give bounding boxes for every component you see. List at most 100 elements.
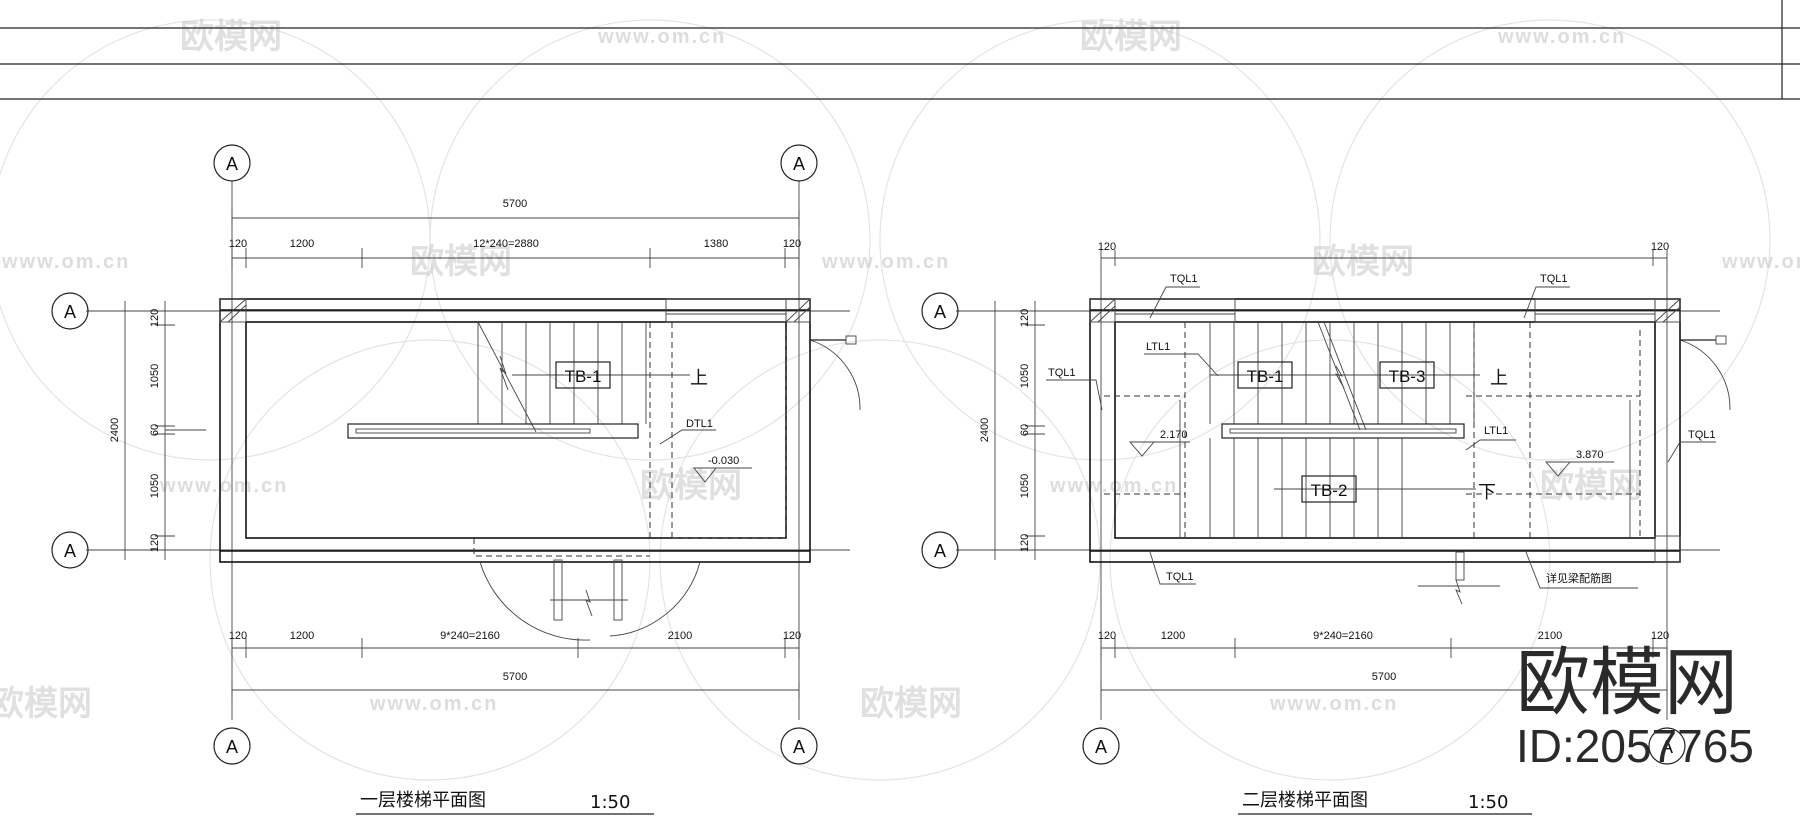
dimension-text: 1200: [290, 238, 314, 250]
tql-label: TQL1: [1170, 273, 1198, 285]
axis-label: A: [934, 541, 946, 561]
up-label: 上: [1490, 368, 1508, 389]
dimension-total: 5700: [1372, 671, 1396, 683]
ltl-label: LTL1: [1146, 341, 1170, 353]
tb-tag-box: [1237, 361, 1293, 389]
dtl-label: DTL1: [686, 418, 713, 430]
tb1-label: TB-1: [1247, 367, 1284, 386]
drawing-title: 一层楼梯平面图: [360, 790, 486, 811]
right-stair-plan: A A A A 120 120 2400: [921, 241, 1731, 815]
down-label: 下: [1478, 482, 1496, 503]
level-label: 2.170: [1160, 429, 1188, 441]
axis-label: A: [226, 737, 238, 757]
dimension-text: 2100: [668, 630, 692, 642]
watermark-url: www.om.cn: [597, 26, 726, 48]
drawing-scale: 1:50: [1468, 792, 1508, 813]
dimension-text: 9*240=2160: [440, 630, 500, 642]
dimension-text: 120: [1019, 534, 1031, 552]
axis-bubble: A: [213, 144, 251, 182]
dimension-text: 120: [1651, 630, 1669, 642]
brand-stamp: 欧模网 ID:2057765: [1516, 640, 1754, 772]
axis-bubble: A: [51, 531, 89, 569]
dimension-text: 120: [229, 630, 247, 642]
axis-label: A: [793, 154, 805, 174]
dimension-text: 1050: [1019, 474, 1031, 498]
watermark-url: www.om.cn: [1721, 251, 1800, 273]
note-text: 详见梁配筋图: [1546, 571, 1612, 585]
dimension-text: 2100: [1538, 630, 1562, 642]
watermark-brand: 欧模网: [860, 684, 962, 724]
axis-bubble: A: [780, 144, 818, 182]
dimension-text: 9*240=2160: [1313, 630, 1373, 642]
tb-tag-box: [555, 361, 611, 389]
tb3-label: TB-3: [1389, 367, 1426, 386]
axis-bubble: A: [921, 292, 959, 330]
tb-tag-box: [1301, 475, 1357, 503]
dimension-text: 12*240=2880: [473, 238, 539, 250]
tb-tag-box: [1379, 361, 1435, 389]
axis-label: A: [64, 302, 76, 322]
tql-label: TQL1: [1048, 367, 1076, 379]
dimension-text: 120: [149, 534, 161, 552]
watermark-url: www.om.cn: [1049, 475, 1178, 497]
dimension-text: 1050: [149, 364, 161, 388]
left-stair-plan: A A A A A A 5700 1: [51, 144, 861, 815]
dimension-text: 1380: [704, 238, 728, 250]
watermark-layer: 欧模网 www.om.cn 欧模网 www.om.cn www.om.cn 欧模…: [0, 17, 1800, 781]
dimension-text: 60: [149, 424, 161, 436]
dimension-text: 120: [1019, 309, 1031, 327]
level-label: 3.870: [1576, 449, 1604, 461]
watermark-url: www.om.cn: [821, 251, 950, 273]
watermark-brand: 欧模网: [1312, 242, 1414, 282]
watermark-brand: 欧模网: [0, 684, 92, 724]
dimension-text: 120: [783, 630, 801, 642]
dimension-text: 120: [229, 238, 247, 250]
axis-bubble: A: [51, 292, 89, 330]
tql-label: TQL1: [1688, 429, 1716, 441]
handrail: [1221, 423, 1465, 439]
watermark-url: www.om.cn: [159, 475, 288, 497]
handrail: [347, 423, 639, 439]
dimension-text: 1050: [1019, 364, 1031, 388]
axis-label: A: [1661, 737, 1673, 757]
watermark-brand: 欧模网: [180, 17, 282, 57]
drawing-title: 二层楼梯平面图: [1242, 790, 1368, 811]
outer-wall: [1089, 298, 1681, 563]
stair-treads: [1209, 438, 1403, 538]
dimension-text: 120: [783, 238, 801, 250]
dimension-total: 5700: [503, 671, 527, 683]
level-label: -0.030: [708, 455, 739, 467]
up-label: 上: [690, 368, 708, 389]
dimension-text: 120: [1098, 241, 1116, 253]
axis-bubble: A: [1648, 727, 1686, 765]
watermark-brand: 欧模网: [640, 466, 742, 506]
axis-bubble: A: [1082, 727, 1120, 765]
watermark-url: www.om.cn: [1, 251, 130, 273]
watermark-brand: 欧模网: [1540, 466, 1642, 506]
dimension-total: 2400: [979, 418, 991, 442]
outer-wall: [219, 298, 811, 563]
axis-bubble: A: [780, 727, 818, 765]
dimension-text: 120: [149, 309, 161, 327]
dimension-text: 60: [1019, 424, 1031, 436]
dimension-total: 2400: [109, 418, 121, 442]
watermark-brand: 欧模网: [1080, 17, 1182, 57]
dimension-text: 1050: [149, 474, 161, 498]
ltl-label: LTL1: [1484, 425, 1508, 437]
inner-wall: [1114, 321, 1656, 539]
brand-name: 欧模网: [1516, 640, 1738, 726]
axis-label: A: [934, 302, 946, 322]
tql-label: TQL1: [1166, 571, 1194, 583]
drawing-scale: 1:50: [590, 792, 630, 813]
watermark-brand: 欧模网: [410, 242, 512, 282]
stair-treads: [477, 321, 647, 433]
dimension-text: 120: [1651, 241, 1669, 253]
watermark-url: www.om.cn: [369, 693, 498, 715]
dimension-total: 5700: [503, 198, 527, 210]
dimension-text: 1200: [1161, 630, 1185, 642]
watermark-url: www.om.cn: [1497, 26, 1626, 48]
axis-label: A: [226, 154, 238, 174]
axis-bubble: A: [921, 531, 959, 569]
watermark-url: www.om.cn: [1269, 693, 1398, 715]
